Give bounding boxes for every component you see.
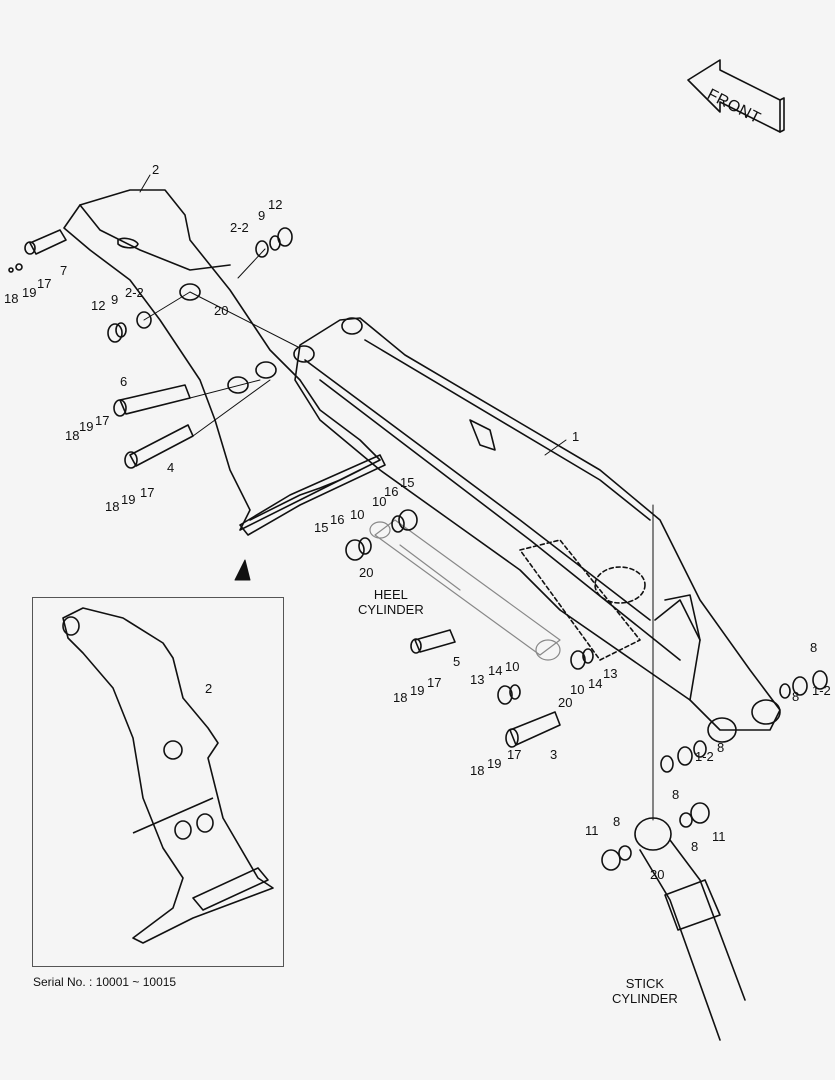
pin-5 — [410, 629, 456, 654]
heel-caption-line2: CYLINDER — [358, 602, 424, 617]
stick-caption-line1: STICK — [625, 976, 665, 991]
part-callout-20: 20 — [650, 867, 665, 882]
part-callout-10: 10 — [505, 659, 520, 674]
inset-variant-frame — [32, 597, 284, 967]
part-callout-16: 16 — [384, 484, 399, 499]
part-callout-1-2: 1-2 — [812, 683, 831, 698]
part-callout-15: 15 — [400, 475, 415, 490]
part-callout-8: 8 — [672, 787, 680, 802]
part-callout-2-2: 2-2 — [125, 285, 144, 300]
part-callout-17: 17 — [427, 675, 442, 690]
part-callout-8: 8 — [691, 839, 699, 854]
serial-number-note: Serial No. : 10001 ~ 10015 — [33, 975, 177, 989]
part-callout-2: 2 — [152, 162, 160, 177]
stick-cylinder-caption: STICK CYLINDER — [612, 976, 678, 1006]
part-callout-8: 8 — [792, 689, 800, 704]
part-callout-14: 14 — [488, 663, 503, 678]
part-callout-20: 20 — [214, 303, 229, 318]
part-callout-17: 17 — [37, 276, 52, 291]
part-callout-14: 14 — [588, 676, 603, 691]
part-callout-10: 10 — [372, 494, 387, 509]
front-arrow-icon — [687, 59, 785, 133]
bushing-2-2 — [255, 240, 269, 258]
boom-main-body — [293, 317, 781, 743]
part-callout-2: 2 — [205, 681, 213, 696]
part-callout-18: 18 — [393, 690, 408, 705]
part-callout-1: 1 — [572, 429, 580, 444]
part-callout-19: 19 — [22, 285, 37, 300]
boom-upper-section — [63, 189, 386, 536]
part-callout-20: 20 — [359, 565, 374, 580]
part-callout-15: 15 — [314, 520, 329, 535]
part-callout-11: 11 — [585, 823, 599, 838]
part-callout-8: 8 — [717, 740, 725, 755]
part-callout-19: 19 — [121, 492, 136, 507]
part-callout-13: 13 — [470, 672, 485, 687]
pin-7 — [24, 229, 67, 255]
part-callout-19: 19 — [487, 756, 502, 771]
inset-boom-drawing — [62, 607, 274, 944]
part-callout-17: 17 — [507, 747, 522, 762]
part-callout-3: 3 — [550, 747, 558, 762]
part-callout-18: 18 — [470, 763, 485, 778]
pin-4 — [124, 424, 194, 469]
part-callout-11: 11 — [712, 829, 726, 844]
part-callout-12: 12 — [268, 197, 283, 212]
part-callout-10: 10 — [570, 682, 585, 697]
part-callout-12: 12 — [91, 298, 106, 313]
stick-caption-line2: CYLINDER — [612, 991, 678, 1006]
part-callout-10: 10 — [350, 507, 365, 522]
part-callout-18: 18 — [105, 499, 120, 514]
part-callout-2-2: 2-2 — [230, 220, 249, 235]
part-callout-6: 6 — [120, 374, 128, 389]
heel-caption-line1: HEEL — [373, 587, 408, 602]
heel-cylinder — [369, 519, 561, 661]
part-callout-8: 8 — [810, 640, 818, 655]
part-callout-7: 7 — [60, 263, 68, 278]
part-callout-9: 9 — [258, 208, 266, 223]
part-callout-9: 9 — [111, 292, 119, 307]
pin-6 — [113, 384, 191, 417]
part-callout-20: 20 — [558, 695, 573, 710]
pin-3 — [505, 711, 561, 748]
part-callout-19: 19 — [410, 683, 425, 698]
part-callout-16: 16 — [330, 512, 345, 527]
part-callout-8: 8 — [613, 814, 621, 829]
part-callout-18: 18 — [65, 428, 80, 443]
part-callout-13: 13 — [603, 666, 618, 681]
stick-cylinder — [601, 802, 746, 1041]
part-callout-4: 4 — [167, 460, 175, 475]
part-callout-17: 17 — [95, 413, 110, 428]
part-callout-19: 19 — [79, 419, 94, 434]
heel-cylinder-caption: HEEL CYLINDER — [358, 587, 424, 617]
part-callout-1-2: 1-2 — [695, 749, 714, 764]
part-callout-18: 18 — [4, 291, 19, 306]
part-callout-5: 5 — [453, 654, 461, 669]
part-callout-17: 17 — [140, 485, 155, 500]
